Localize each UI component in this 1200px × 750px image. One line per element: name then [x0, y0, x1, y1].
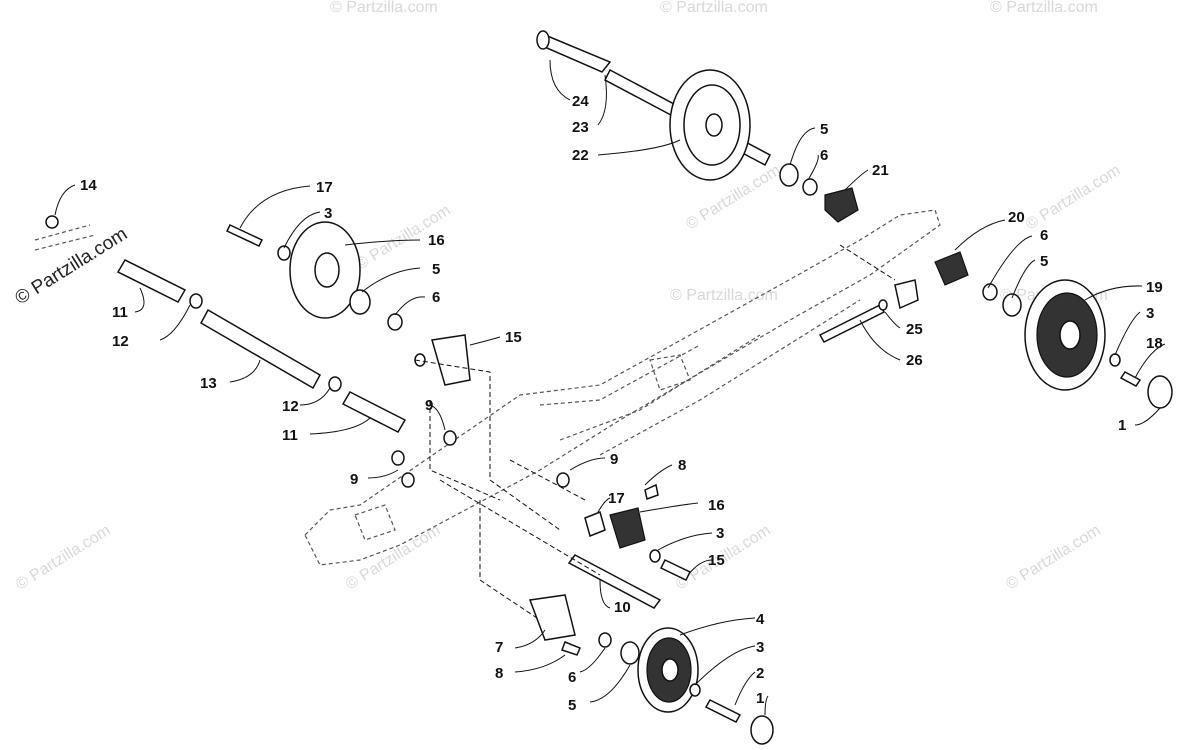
lower-wheel-group [598, 627, 774, 745]
watermark-faint: © Partzilla.com [670, 287, 778, 304]
callout-9: 9 [610, 451, 618, 468]
callout-28: 25 [906, 321, 923, 338]
callout-7: 7 [495, 639, 503, 656]
callout-27: 24 [572, 93, 589, 110]
callout-8: 8 [495, 665, 503, 682]
callout-16: 16 [708, 497, 725, 514]
callout-15: 15 [708, 552, 725, 569]
leader-lines [54, 59, 1166, 716]
callout-24: 21 [872, 162, 889, 179]
callout-29: 26 [906, 352, 923, 369]
callout-13: 13 [200, 375, 217, 392]
callout-1: 1 [1118, 417, 1126, 434]
watermark-faint: © Partzilla.com [1023, 162, 1123, 234]
callout-11: 11 [282, 427, 298, 444]
callout-21: 18 [1146, 335, 1163, 352]
right-idler-wheel-group [818, 251, 1173, 409]
callout-8: 8 [678, 457, 686, 474]
callout-3: 3 [324, 205, 332, 222]
callout-6: 6 [820, 147, 828, 164]
watermark-faint: © Partzilla.com [660, 0, 768, 16]
callout-20: 17 [316, 179, 333, 196]
callout-4: 4 [756, 611, 765, 628]
callout-23: 20 [1008, 209, 1025, 226]
watermark-faint: © Partzilla.com [1003, 522, 1103, 594]
upper-idler-shaft [536, 30, 859, 223]
callout-12: 12 [282, 398, 299, 415]
watermark-main: © Partzilla.com [12, 224, 132, 310]
callout-25: 22 [572, 147, 589, 164]
callout-9: 9 [350, 471, 358, 488]
callout-9: 9 [425, 397, 433, 414]
watermark-faint: © Partzilla.com [330, 0, 438, 16]
watermark-faint: © Partzilla.com [990, 0, 1098, 16]
callout-11: 11 [112, 304, 128, 321]
slide-rail-frame [34, 209, 941, 566]
callout-17: 17 [608, 490, 625, 507]
callout-5: 5 [820, 121, 828, 138]
callout-1: 1 [756, 690, 764, 707]
callout-5: 5 [568, 697, 576, 714]
callout-6: 6 [432, 289, 440, 306]
callout-2: 2 [756, 665, 764, 682]
callout-3: 3 [1146, 305, 1154, 322]
callout-labels: 24 23 22 5 6 21 20 6 5 19 3 18 1 25 26 1… [80, 93, 1163, 714]
callout-18: 15 [505, 329, 522, 346]
callout-5: 5 [432, 261, 440, 278]
callout-14: 14 [80, 177, 97, 194]
left-upper-wheel-group [225, 221, 471, 386]
callout-22: 19 [1146, 279, 1163, 296]
lower-bracket-group [528, 483, 692, 656]
callout-6: 6 [1040, 227, 1048, 244]
callout-10: 10 [614, 599, 631, 616]
callout-6: 6 [568, 669, 576, 686]
callout-3: 3 [716, 525, 724, 542]
watermark-faint: © Partzilla.com [343, 522, 443, 594]
cross-shaft-group [45, 215, 570, 488]
callout-19: 16 [428, 232, 445, 249]
callout-26: 23 [572, 119, 589, 136]
callout-12: 12 [112, 333, 129, 350]
callout-5: 5 [1040, 253, 1048, 270]
callout-3: 3 [756, 639, 764, 656]
watermark-faint: © Partzilla.com [13, 522, 113, 594]
